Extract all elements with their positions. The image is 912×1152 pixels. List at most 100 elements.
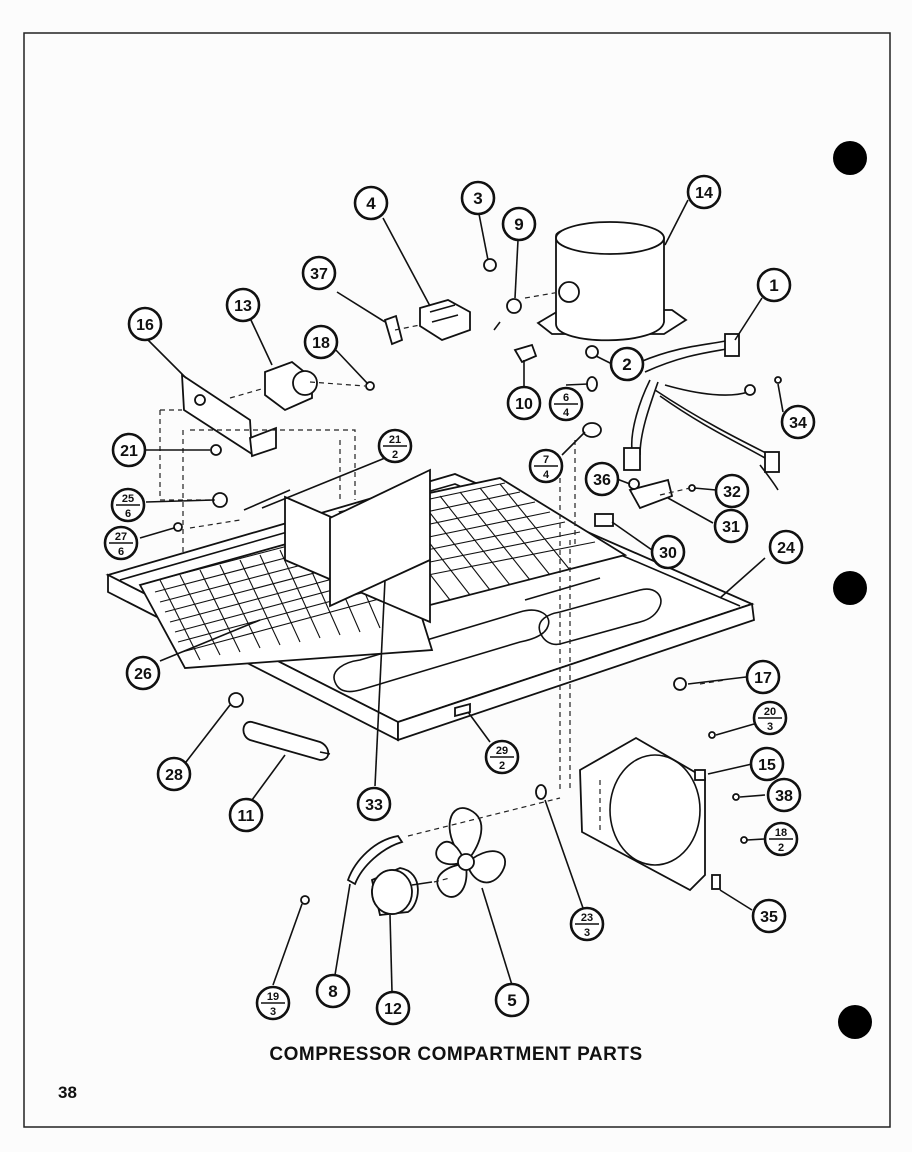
tube-21 (243, 489, 291, 511)
callout-6-over-4: 64 (548, 386, 584, 422)
svg-text:6: 6 (125, 508, 131, 520)
svg-text:16: 16 (136, 317, 154, 334)
connector-30 (594, 513, 614, 527)
wiring-harness (623, 333, 780, 491)
svg-text:26: 26 (134, 666, 152, 683)
compressor (536, 221, 688, 359)
svg-text:5: 5 (507, 991, 516, 1010)
callout-18-over-2: 182 (763, 821, 799, 857)
svg-text:3: 3 (270, 1006, 276, 1018)
callout-27-over-6: 276 (103, 525, 139, 561)
callout-15: 15 (749, 746, 785, 782)
callout-7-over-4: 74 (528, 448, 564, 484)
callout-9: 9 (501, 206, 537, 242)
callout-19-over-3: 193 (255, 985, 291, 1021)
grommet-6 (586, 376, 598, 392)
svg-text:21: 21 (389, 434, 401, 446)
svg-text:3: 3 (767, 721, 773, 733)
svg-text:6: 6 (563, 392, 569, 404)
callout-34: 34 (780, 404, 816, 440)
callout-36: 36 (584, 461, 620, 497)
callout-14: 14 (686, 174, 722, 210)
binder-hole-middle (833, 571, 867, 605)
callout-11: 11 (228, 797, 264, 833)
callout-35: 35 (751, 898, 787, 934)
callout-4: 4 (353, 185, 389, 221)
svg-text:25: 25 (122, 493, 134, 505)
svg-text:27: 27 (115, 531, 127, 543)
binder-hole-top (833, 141, 867, 175)
callout-30: 30 (650, 534, 686, 570)
callout-37: 37 (301, 255, 337, 291)
svg-text:21: 21 (120, 443, 138, 460)
assembly-dashed-lines (159, 291, 726, 883)
diagram-title: COMPRESSOR COMPARTMENT PARTS (269, 1044, 643, 1065)
svg-text:28: 28 (165, 767, 183, 784)
callout-38: 38 (766, 777, 802, 813)
svg-text:34: 34 (789, 415, 807, 432)
drier (242, 721, 331, 761)
svg-text:38: 38 (775, 788, 793, 805)
grommet-7 (582, 422, 602, 438)
svg-text:35: 35 (760, 909, 778, 926)
screw-19 (300, 895, 310, 905)
svg-text:2: 2 (622, 355, 631, 374)
page-number: 38 (58, 1083, 77, 1102)
callout-29-over-2: 292 (484, 739, 520, 775)
callout-3: 3 (460, 180, 496, 216)
screw-17 (673, 677, 687, 691)
svg-text:15: 15 (758, 757, 776, 774)
callout-24: 24 (768, 529, 804, 565)
screw-25 (212, 492, 228, 508)
thermostat-bracket (180, 360, 375, 458)
svg-text:31: 31 (722, 519, 740, 536)
callout-21: 21 (111, 432, 147, 468)
callout-12: 12 (375, 990, 411, 1026)
screw-27 (173, 522, 183, 532)
svg-text:18: 18 (312, 335, 330, 352)
svg-text:11: 11 (238, 808, 255, 825)
callout-18: 18 (303, 324, 339, 360)
svg-text:4: 4 (543, 469, 550, 481)
callout-1: 1 (756, 267, 792, 303)
callout-8: 8 (315, 973, 351, 1009)
callout-10: 10 (506, 385, 542, 421)
svg-text:8: 8 (328, 982, 337, 1001)
callout-2: 2 (609, 346, 645, 382)
clip-3 (483, 258, 497, 272)
leader-lines (139, 199, 784, 993)
relay (419, 299, 471, 341)
callout-26: 26 (125, 655, 161, 691)
svg-text:23: 23 (581, 912, 593, 924)
callout-31: 31 (713, 508, 749, 544)
svg-text:17: 17 (754, 670, 772, 687)
callout-33: 33 (356, 786, 392, 822)
motor-bracket-8 (346, 835, 404, 886)
fan-motor (370, 867, 433, 916)
callout-28: 28 (156, 756, 192, 792)
binder-hole-bottom (838, 1005, 872, 1039)
plug-29 (454, 702, 471, 718)
callout-21-over-2: 212 (377, 428, 413, 464)
svg-text:2: 2 (392, 449, 398, 461)
svg-text:10: 10 (515, 396, 533, 413)
svg-text:2: 2 (499, 760, 505, 772)
spring-36 (628, 478, 640, 490)
terminal-block-31 (628, 478, 674, 510)
svg-text:32: 32 (723, 484, 741, 501)
page-border (23, 32, 891, 1128)
callout-13: 13 (225, 287, 261, 323)
svg-text:1: 1 (769, 276, 778, 295)
condenser-coil (138, 468, 628, 669)
clamp-28 (228, 692, 244, 708)
svg-text:2: 2 (778, 842, 784, 854)
callout-17: 17 (745, 659, 781, 695)
callout-16: 16 (127, 306, 163, 342)
callout-23-over-3: 233 (569, 906, 605, 942)
svg-text:12: 12 (384, 1001, 402, 1018)
svg-text:36: 36 (593, 472, 611, 489)
svg-text:4: 4 (563, 407, 570, 419)
svg-text:13: 13 (234, 298, 252, 315)
grommet-10 (513, 343, 538, 364)
